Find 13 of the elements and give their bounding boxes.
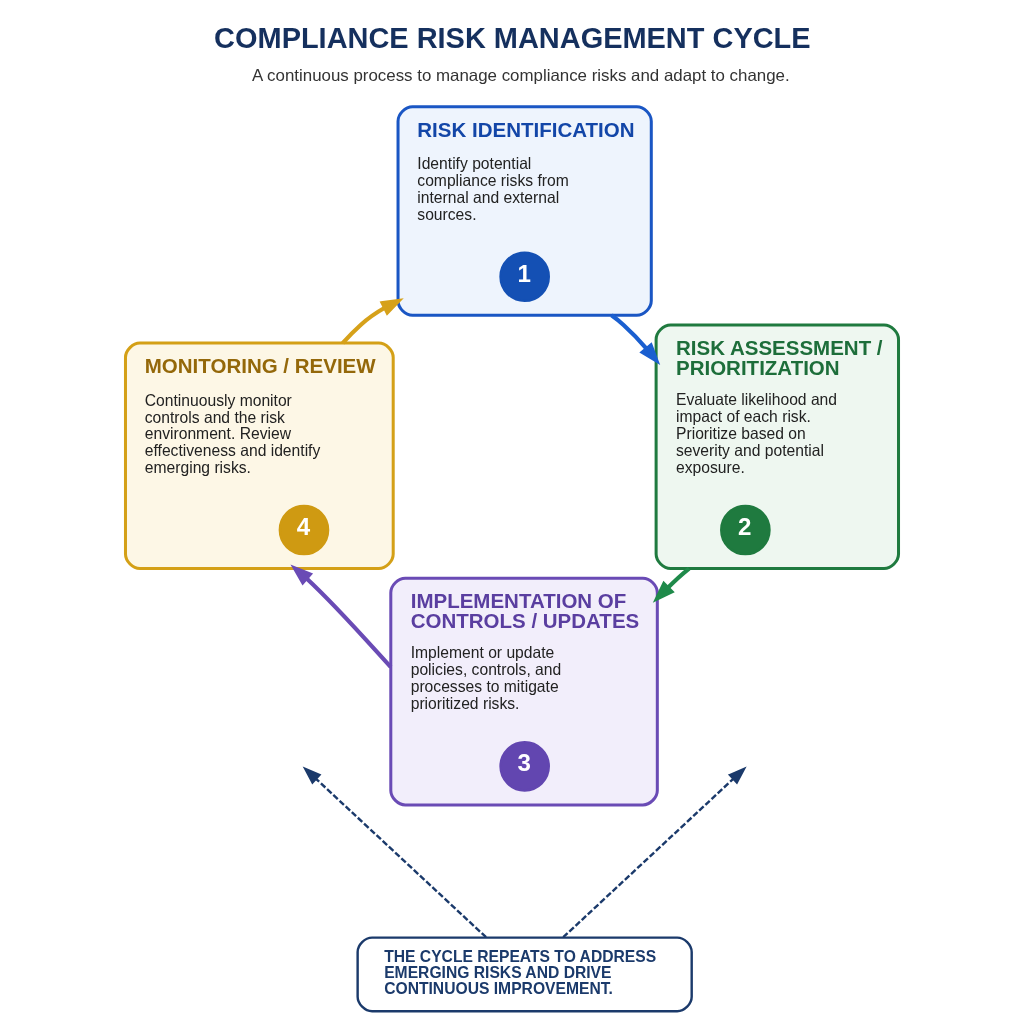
arrow [302,765,487,938]
arrow [562,765,747,938]
arrow [341,297,404,344]
node-circle: 2 [720,504,771,555]
diagram-title: COMPLIANCE RISK MANAGEMENT CYCLE [214,21,811,54]
node-circle: 3 [499,740,550,792]
node-circle: 4 [278,504,330,555]
arrow [610,313,661,365]
node-box: THE CYCLE REPEATS TO ADDRESS EMERGING RISKS AND DRIVE CONTINUOUS IMPROVEMENT. [356,935,693,1012]
caption: A continuous process to manage compliance risks and adapt to change. [252,65,790,85]
node-circle: 1 [499,250,550,302]
arrow [652,566,691,603]
arrow [290,563,393,668]
